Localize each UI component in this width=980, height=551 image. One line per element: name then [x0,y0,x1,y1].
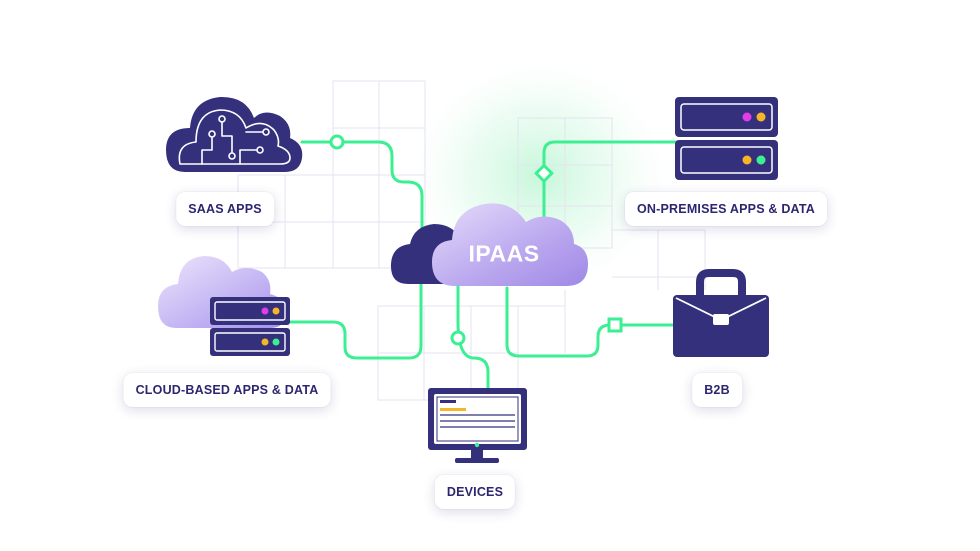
node-label-b2b: B2B [692,373,742,407]
double-cloud-icon [390,203,588,286]
connectors [286,140,682,392]
node-label-cloud-based: CLOUD-BASED APPS & DATA [123,373,331,407]
cloud-server-icon [158,256,290,356]
connector-cloud [286,274,423,360]
junction-node-onprem [534,163,554,184]
node-label-on-premises: ON-PREMISES APPS & DATA [625,192,827,226]
junction-node-b2b [607,317,623,333]
junction-node-saas [329,134,345,150]
node-label-saas-apps: SAAS APPS [176,192,274,226]
circuit-cloud-icon [166,96,303,172]
connector-onprem [542,140,682,224]
briefcase-icon [673,269,769,357]
hub-label: IPAAS [468,240,540,267]
node-label-devices: DEVICES [434,475,516,509]
connector-saas [300,140,424,240]
monitor-icon [428,388,527,463]
server-rack-icon [675,97,778,180]
connector-b2b [505,286,676,358]
background-grid [237,80,706,401]
junction-node-devices [450,330,466,346]
